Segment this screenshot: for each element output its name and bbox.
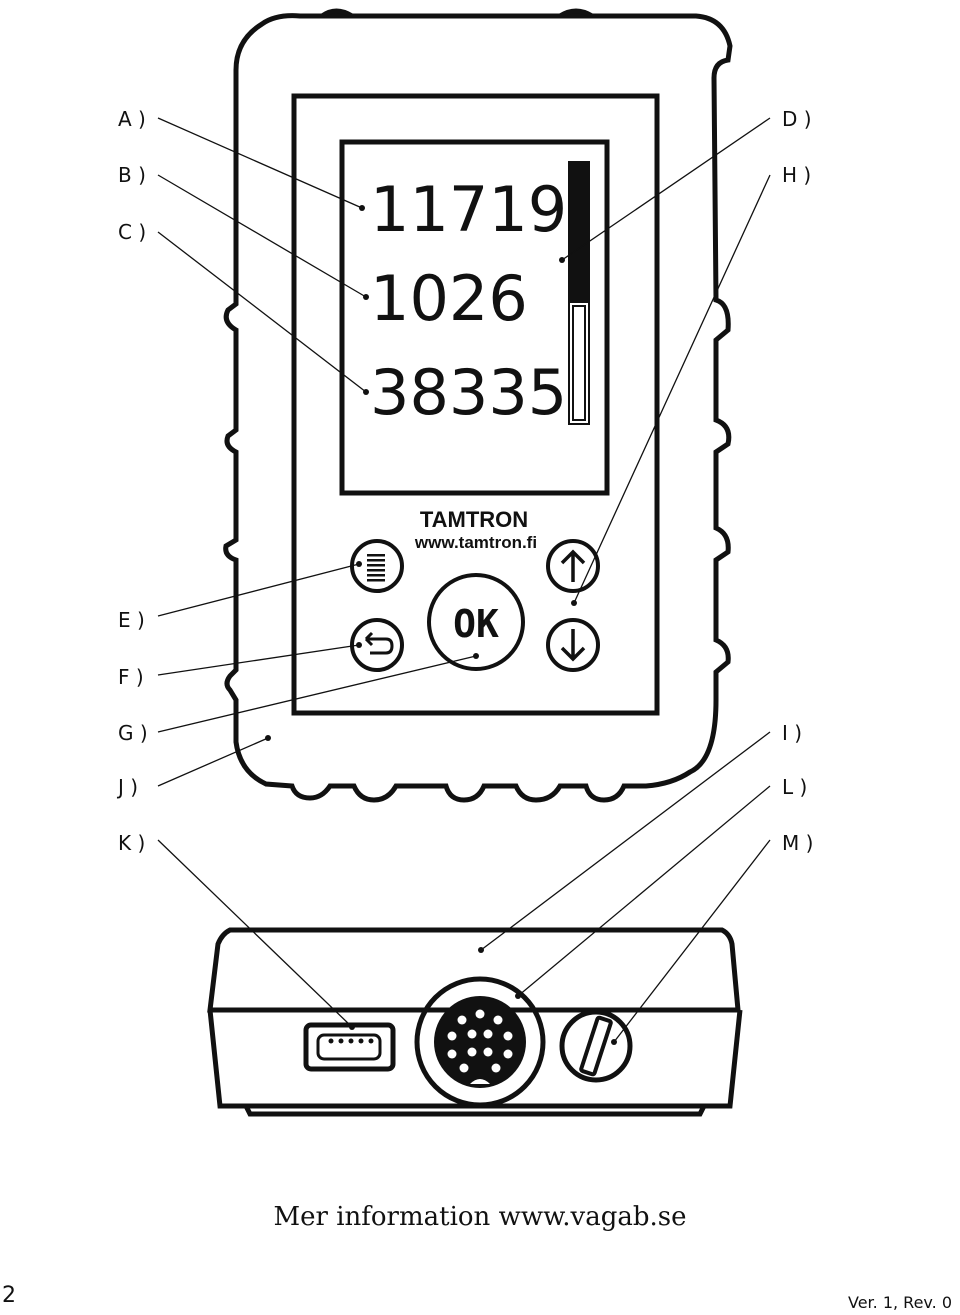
label-l: L ) <box>782 775 807 799</box>
label-f: F ) <box>118 665 144 689</box>
brand-name: TAMTRON <box>420 507 528 532</box>
label-i: I ) <box>782 721 802 745</box>
arrow-up-icon <box>560 549 586 582</box>
ok-button[interactable]: OK <box>427 573 525 671</box>
value-b: 1026 <box>370 262 528 335</box>
level-bar-fill <box>569 162 589 303</box>
value-a: 11719 <box>370 173 567 246</box>
side-port <box>303 1022 396 1072</box>
fuse-cap <box>559 1009 633 1083</box>
label-h: H ) <box>782 163 811 187</box>
brand-url: www.tamtron.fi <box>414 533 537 552</box>
page-number: 2 <box>2 1283 16 1308</box>
round-connector <box>414 976 546 1108</box>
arrow-down-icon <box>560 629 586 662</box>
version-text: Ver. 1, Rev. 0 <box>848 1293 952 1312</box>
front-panel <box>291 93 660 716</box>
level-bar-empty <box>572 305 586 421</box>
device-body <box>223 8 733 803</box>
label-b: B ) <box>118 163 146 187</box>
value-c: 38335 <box>370 356 567 429</box>
more-info-text: Mer information www.vagab.se <box>273 1202 687 1232</box>
label-a: A ) <box>118 107 146 131</box>
connector-housing <box>207 927 743 1117</box>
label-j: J ) <box>116 775 138 799</box>
back-button[interactable] <box>350 618 404 672</box>
label-e: E ) <box>118 608 145 632</box>
screen: 11719 1026 38335 <box>339 139 610 496</box>
down-button[interactable] <box>546 618 600 672</box>
ok-label: OK <box>453 602 499 646</box>
callout-labels: A ) B ) C ) E ) F ) G ) J ) K ) D ) H ) … <box>116 107 813 855</box>
label-d: D ) <box>782 107 812 131</box>
label-c: C ) <box>118 220 146 244</box>
label-g: G ) <box>118 721 148 745</box>
label-m: M ) <box>782 831 813 855</box>
leader-lines <box>157 117 771 1045</box>
menu-button[interactable] <box>350 539 404 593</box>
label-k: K ) <box>118 831 145 855</box>
menu-icon <box>367 554 385 582</box>
back-arrow-icon <box>364 631 394 655</box>
